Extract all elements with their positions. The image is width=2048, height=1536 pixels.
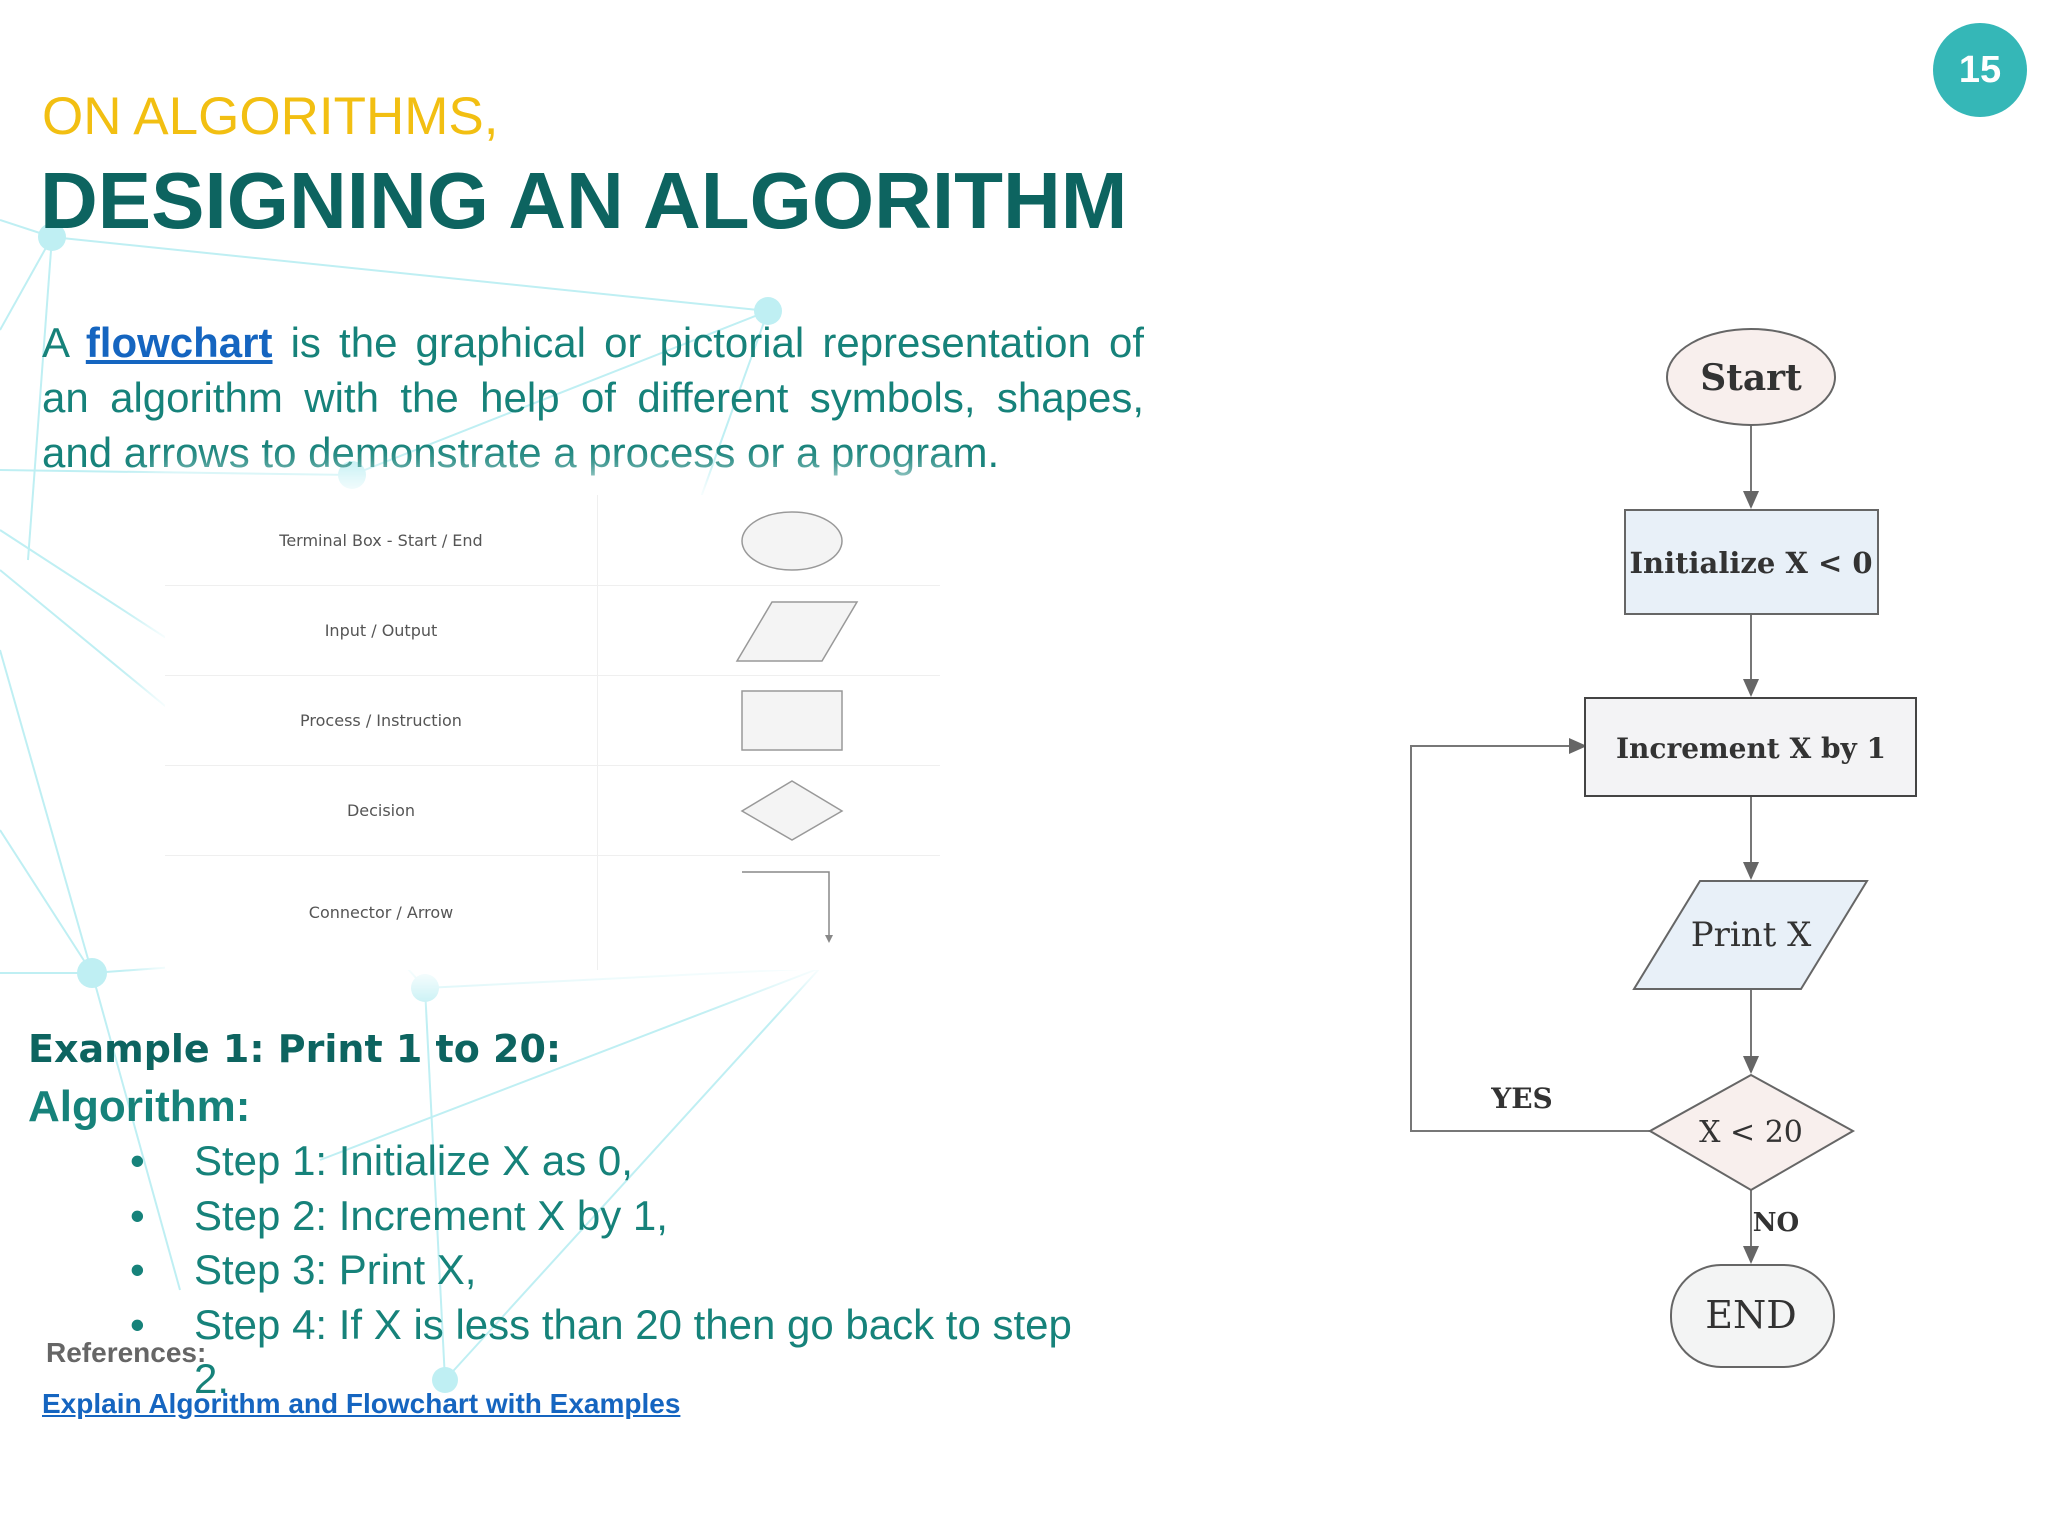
decision-shape — [1647, 1073, 1856, 1192]
references-heading: References: — [46, 1337, 207, 1368]
algorithm-steps-list: • Step 1: Initialize X as 0, • Step 2: Inc… — [130, 1134, 1110, 1407]
print-label: Print X — [1691, 915, 1812, 955]
no-label: NO — [1753, 1208, 1799, 1238]
page-number-badge: 15 — [1933, 23, 2027, 117]
parallelogram-shape-icon — [597, 585, 940, 675]
bullet-icon: • — [130, 1300, 145, 1348]
rectangle-shape-icon — [597, 675, 940, 765]
end-label: END — [1705, 1293, 1796, 1337]
connector-arrow-icon — [597, 855, 940, 970]
symbol-label: Terminal Box - Start / End — [165, 495, 598, 585]
symbol-label: Decision — [165, 765, 598, 855]
initialize-label: Initialize X < 0 — [1629, 546, 1872, 580]
algorithm-step: • Step 4: If X is less than 20 then go ba… — [130, 1298, 1110, 1407]
algorithm-step: • Step 2: Increment X by 1, — [130, 1189, 1110, 1244]
initialize-process-shape — [1624, 509, 1879, 615]
algorithm-step: • Step 3: Print X, — [130, 1243, 1110, 1298]
symbol-row-terminal: Terminal Box - Start / End — [165, 495, 940, 586]
oval-shape-icon — [597, 495, 940, 585]
loop-back-arrow — [1410, 738, 1650, 1132]
print-io-shape — [1632, 880, 1869, 990]
bullet-icon: • — [130, 1191, 145, 1239]
step-text: Step 4: If X is less than 20 then go bac… — [194, 1300, 1072, 1403]
slide-title: DESIGNING AN ALGORITHM — [40, 156, 1128, 245]
diamond-shape-icon — [597, 765, 940, 855]
algorithm-heading: Algorithm: — [28, 1082, 251, 1131]
symbol-row-decision: Decision — [165, 765, 940, 856]
intro-text: is the graphical or pictorial representa… — [42, 319, 1144, 476]
symbol-label: Process / Instruction — [165, 675, 598, 765]
example-flowchart: Start Initialize X < 0 Increment X by 1 … — [1410, 328, 1917, 1368]
intro-paragraph: A flowchart is the graphical or pictoria… — [42, 315, 1144, 533]
flowchart-link[interactable]: flowchart — [85, 319, 273, 366]
yes-label: YES — [1490, 1082, 1553, 1115]
start-terminal-shape — [1666, 328, 1836, 426]
intro-prefix: A — [42, 319, 86, 366]
increment-label: Increment X by 1 — [1616, 732, 1886, 765]
bullet-icon: • — [130, 1246, 145, 1293]
algorithm-step: • Step 1: Initialize X as 0, — [130, 1134, 1110, 1189]
increment-process-shape — [1584, 697, 1917, 797]
bullet-icon: • — [130, 1137, 145, 1184]
step-text: Step 3: Print X, — [194, 1246, 477, 1293]
step-text: Step 1: Initialize X as 0, — [194, 1137, 633, 1184]
slide-subtitle: ON ALGORITHMS, — [42, 87, 499, 146]
symbol-row-process: Process / Instruction — [165, 675, 940, 766]
start-label: Start — [1700, 357, 1802, 399]
step-text: Step 2: Increment X by 1, — [194, 1191, 668, 1239]
symbol-label: Connector / Arrow — [165, 855, 598, 970]
flowchart-symbols-table: Terminal Box - Start / End Input / Outpu… — [165, 495, 940, 970]
example-heading: Example 1: Print 1 to 20: — [28, 1027, 562, 1071]
end-terminal-shape — [1670, 1264, 1835, 1368]
symbol-label: Input / Output — [165, 585, 598, 675]
symbol-row-input-output: Input / Output — [165, 585, 940, 676]
reference-link[interactable]: Explain Algorithm and Flowchart with Exa… — [42, 1388, 681, 1419]
decision-label: X < 20 — [1699, 1115, 1803, 1150]
symbol-row-connector: Connector / Arrow — [165, 855, 940, 970]
